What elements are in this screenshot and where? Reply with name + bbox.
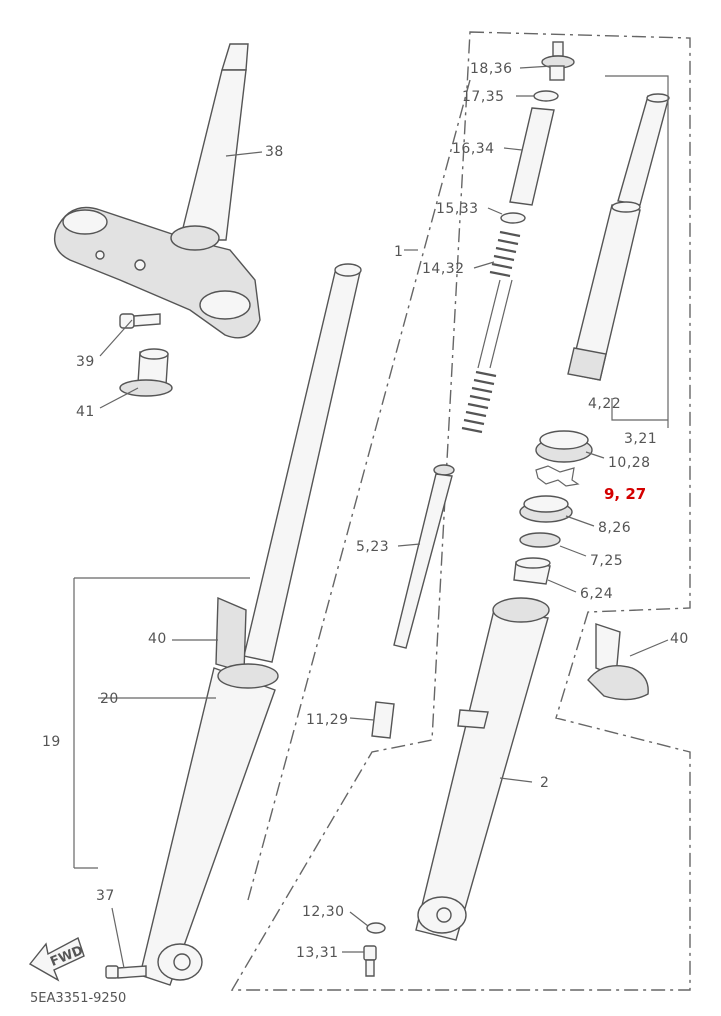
label-40-right: 40: [670, 631, 689, 647]
label-7-25: 7,25: [590, 553, 623, 569]
bushing-6-24: [513, 557, 551, 585]
bolt-37: [105, 965, 147, 979]
outer-tube-2: [415, 597, 550, 941]
assembly-boundary: [230, 31, 691, 991]
diagram-reference-number: 5EA3351-9250: [30, 991, 126, 1006]
label-10-28: 10,28: [608, 455, 651, 471]
label-9-27-highlighted: 9, 27: [604, 485, 646, 503]
label-11-29: 11,29: [306, 712, 349, 728]
fork-cover-40: [587, 623, 649, 701]
label-20: 20: [100, 691, 119, 707]
label-17-35: 17,35: [462, 89, 505, 105]
label-14-32: 14,32: [422, 261, 465, 277]
bolt-13-31: [363, 945, 377, 977]
washer-7-25: [519, 532, 561, 548]
assembled-fork-left: [139, 263, 362, 986]
spacer-16-34: [509, 107, 555, 206]
label-12-30: 12,30: [302, 904, 345, 920]
label-39: 39: [76, 354, 95, 370]
label-41: 41: [76, 404, 95, 420]
oil-lock-piece-11-29: [371, 701, 395, 739]
label-6-24: 6,24: [580, 586, 613, 602]
bolt-39: [119, 313, 161, 329]
spacer-41: [119, 348, 173, 397]
label-38: 38: [265, 144, 284, 160]
washer-15-33: [500, 212, 526, 224]
label-5-23: 5,23: [356, 539, 389, 555]
label-1: 1: [394, 244, 403, 260]
label-37: 37: [96, 888, 115, 904]
label-16-34: 16,34: [452, 141, 495, 157]
label-4-22: 4,22: [588, 396, 621, 412]
forward-arrow-icon: [28, 936, 85, 982]
label-40-left: 40: [148, 631, 167, 647]
label-3-21: 3,21: [624, 431, 657, 447]
washer-8-26: [519, 495, 573, 523]
steering-stem: [53, 43, 261, 339]
damper-rod-5-23: [393, 464, 455, 649]
label-19: 19: [42, 734, 61, 750]
label-13-31: 13,31: [296, 945, 339, 961]
label-8-26: 8,26: [598, 520, 631, 536]
leader-lines: [73, 65, 669, 969]
label-18-36: 18,36: [470, 61, 513, 77]
label-2: 2: [540, 775, 549, 791]
gasket-12-30: [366, 922, 386, 934]
retaining-clip-9-27: [535, 465, 580, 487]
fork-spring-14-32: [461, 230, 521, 434]
inner-boundary: [247, 79, 471, 901]
washer-17-35: [533, 90, 559, 102]
label-15-33: 15,33: [436, 201, 479, 217]
cap-bolt-18-36: [541, 41, 575, 81]
oil-seal-10-28: [535, 430, 593, 463]
inner-tube-4-22: [567, 93, 670, 381]
